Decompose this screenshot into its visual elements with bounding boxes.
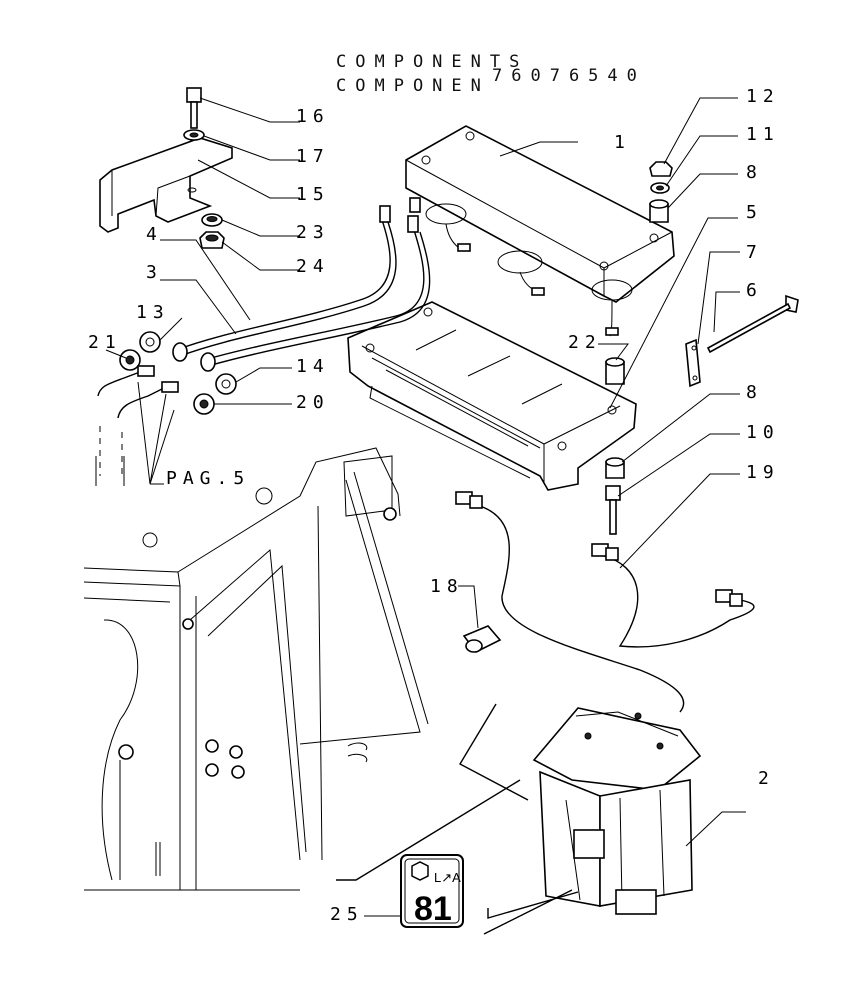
callout-13: 13 [136, 302, 170, 323]
hose-4 [175, 205, 397, 357]
plate-7 [685, 338, 701, 388]
bolt-6 [706, 294, 799, 354]
callout-11: 11 [746, 124, 780, 145]
cap-13 [139, 331, 161, 353]
callout-22: 22 [568, 332, 602, 353]
header-part-code: 76076540 [492, 66, 646, 86]
mount-8-upper [649, 199, 669, 223]
cable-19 [455, 491, 755, 713]
callout-8-lower: 8 [746, 382, 763, 403]
pointer-line-upper [459, 703, 529, 801]
fitting-3 [172, 342, 216, 372]
bolt-16 [186, 87, 202, 129]
header-components-2: COMPONEN [336, 76, 490, 96]
header-components-1: COMPONENTS [336, 52, 529, 72]
callout-4: 4 [146, 224, 163, 245]
callout-14: 14 [296, 356, 330, 377]
callout-16: 16 [296, 106, 330, 127]
nut-12 [649, 161, 673, 177]
leader-lines [95, 97, 746, 917]
callout-12: 12 [746, 86, 780, 107]
cap-20 [193, 393, 215, 415]
badge-number: 81 [414, 890, 452, 928]
callout-23: 23 [296, 222, 330, 243]
callout-20: 20 [296, 392, 330, 413]
callout-6: 6 [746, 280, 763, 301]
callout-19: 19 [746, 462, 780, 483]
pointer-line-lower [336, 779, 521, 881]
hose-3 [203, 197, 431, 367]
page-reference: PAG.5 [166, 468, 250, 489]
nut-24 [199, 231, 225, 249]
callout-labels: 1 2 3 4 5 6 7 8 8 10 11 12 13 14 15 16 1… [88, 86, 780, 925]
main-unit-1 [405, 125, 675, 337]
spacer-22 [605, 357, 625, 385]
couplers-pag5 [97, 365, 179, 480]
cap-21 [119, 349, 141, 371]
cap-14 [215, 373, 237, 395]
frame-5 [347, 301, 637, 491]
callout-8-upper: 8 [746, 162, 763, 183]
callout-17: 17 [296, 146, 330, 167]
washer-17 [183, 129, 205, 141]
washer-23 [201, 213, 223, 227]
callout-1: 1 [614, 132, 631, 153]
callout-15: 15 [296, 184, 330, 205]
callout-10: 10 [746, 422, 780, 443]
callout-5: 5 [746, 202, 763, 223]
cab-small-2 [532, 707, 702, 915]
washer-11 [650, 182, 670, 194]
mount-8-lower [605, 457, 625, 479]
callout-3: 3 [146, 262, 163, 283]
bolt-10 [605, 485, 621, 535]
cab-large-view [83, 447, 429, 891]
pointer-line-badge [483, 889, 579, 935]
callout-24: 24 [296, 256, 330, 277]
label-badge-25: L↗A 81 [400, 854, 464, 928]
callout-21: 21 [88, 332, 122, 353]
callout-7: 7 [746, 242, 763, 263]
callout-25: 25 [330, 904, 364, 925]
bracket-15 [99, 137, 233, 233]
badge-mark: L↗A [434, 870, 461, 885]
callout-2: 2 [758, 768, 775, 789]
callout-18: 18 [430, 576, 464, 597]
clamp-18 [462, 625, 502, 654]
